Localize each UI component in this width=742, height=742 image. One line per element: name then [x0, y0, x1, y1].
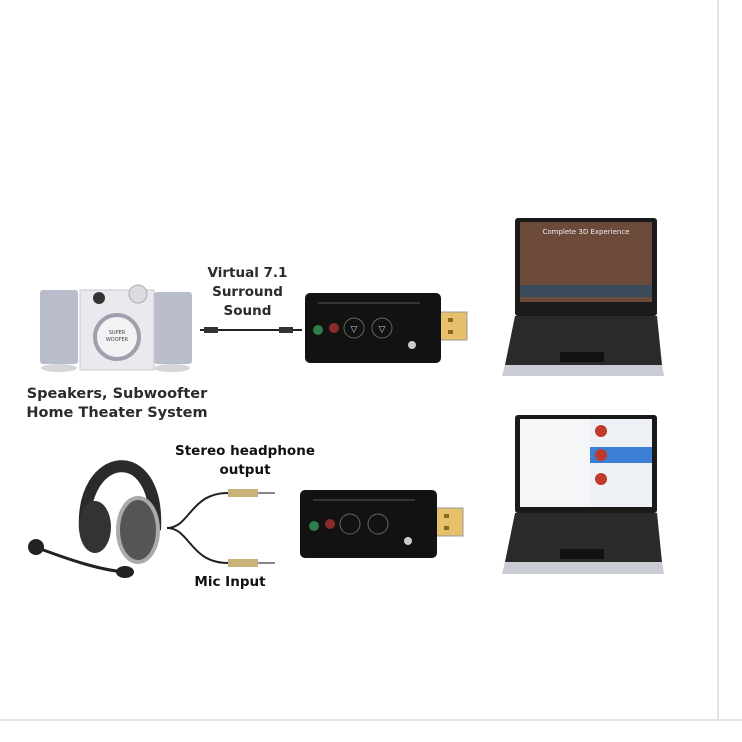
usb-sound-card: ▽ ▽ [305, 293, 468, 363]
headset-image [28, 460, 162, 578]
mic-input-label: Mic Input [194, 574, 266, 590]
audio-cable [200, 327, 302, 333]
usb-sound-card [300, 490, 464, 558]
svg-text:Complete 3D Experience: Complete 3D Experience [542, 228, 629, 236]
y-splitter-cable [166, 489, 275, 567]
svg-text:▽: ▽ [379, 325, 386, 335]
laptop-image: Complete 3D Experience [502, 218, 664, 376]
svg-text:WOOFER: WOOFER [106, 337, 129, 343]
speaker-badge: SUPER [109, 330, 126, 336]
laptop-image [502, 415, 664, 574]
svg-text:▽: ▽ [351, 325, 358, 335]
frame-border [717, 0, 742, 742]
frame-border [0, 719, 742, 742]
speaker-system-image: SUPER WOOFER [40, 284, 192, 372]
